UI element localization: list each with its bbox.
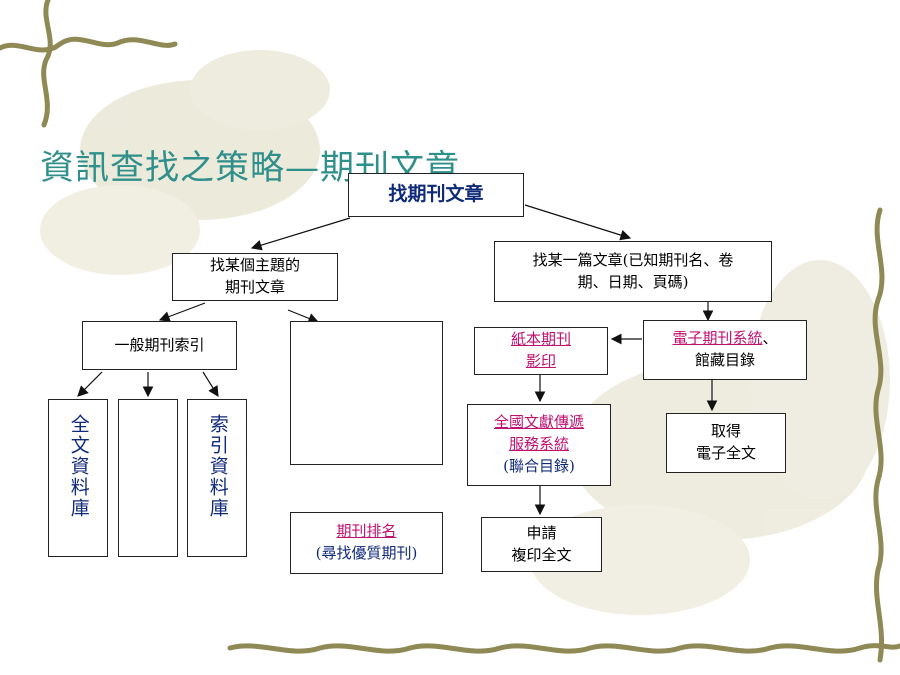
- apply-line1: 申請: [526, 523, 557, 542]
- index-db-node: 索引資料庫: [187, 399, 247, 557]
- vine-right: [872, 207, 885, 663]
- blank-node: [290, 321, 443, 465]
- ejournal-link[interactable]: 電子期刊系統: [672, 329, 763, 348]
- ndds-node: 全國文獻傳遞 服務系統 (聯合目錄): [467, 404, 611, 486]
- article-node: 找某一篇文章(已知期刊名、卷 期、日期、頁碼): [494, 241, 772, 302]
- topic-line2: 期刊文章: [224, 278, 285, 296]
- get-line2: 電子全文: [695, 444, 756, 462]
- article-line1: 找某一篇文章(已知期刊名、卷: [532, 250, 734, 269]
- leaf-blob: [80, 80, 320, 220]
- get-fulltext-node: 取得 電子全文: [666, 413, 786, 473]
- topic-line1: 找某個主題的: [209, 256, 300, 275]
- ranking-node: 期刊排名 (尋找優質期刊): [290, 512, 443, 574]
- leaf-blob: [190, 50, 330, 130]
- paper-link-line2[interactable]: 影印: [525, 352, 556, 370]
- leaf-blob: [40, 185, 200, 275]
- vine-bottom: [227, 643, 900, 654]
- ejournal-suffix: 、: [762, 329, 778, 348]
- article-line2: 期、日期、頁碼): [577, 272, 689, 291]
- paper-node: 紙本期刊 影印: [474, 327, 608, 375]
- ndds-link-line1[interactable]: 全國文獻傳遞: [493, 413, 584, 432]
- ejournal-line2: 館藏目錄: [694, 351, 755, 369]
- apply-copy-node: 申請 複印全文: [481, 517, 602, 572]
- ndds-link-line2[interactable]: 服務系統: [508, 435, 569, 454]
- ranking-link[interactable]: 期刊排名: [336, 522, 397, 541]
- fulltext-db-node: 全文資料庫: [48, 399, 108, 557]
- root-label: 找期刊文章: [388, 183, 484, 206]
- get-line1: 取得: [710, 422, 741, 441]
- topic-node: 找某個主題的 期刊文章: [172, 253, 338, 301]
- root-node: 找期刊文章: [348, 173, 524, 217]
- index-db-label: 索引資料庫: [206, 414, 229, 519]
- ejournal-node: 電子期刊系統、 館藏目錄: [643, 320, 807, 380]
- vine-left: [41, 0, 53, 128]
- general-index-label: 一般期刊索引: [114, 335, 205, 354]
- general-index-node: 一般期刊索引: [82, 321, 237, 370]
- apply-line2: 複印全文: [511, 545, 572, 564]
- middle-db-node: [118, 399, 178, 557]
- ndds-sub: (聯合目錄): [503, 456, 575, 475]
- fulltext-db-label: 全文資料庫: [67, 414, 90, 519]
- vine-top-left: [0, 36, 178, 53]
- ranking-sub: (尋找優質期刊): [315, 544, 418, 562]
- paper-link-line1[interactable]: 紙本期刊: [510, 330, 571, 349]
